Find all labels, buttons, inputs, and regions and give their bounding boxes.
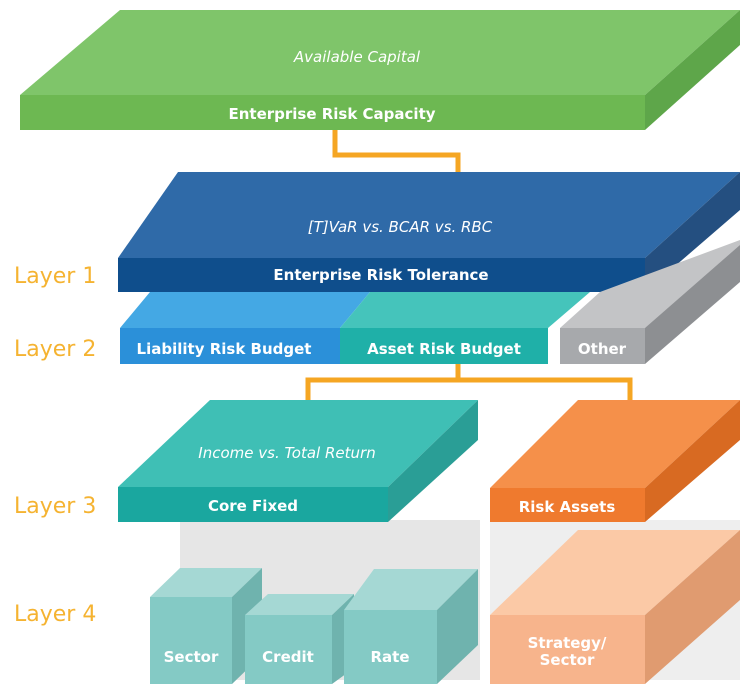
layer1-label: Layer 1 [14, 264, 96, 289]
credit-label: Credit [262, 648, 314, 666]
risk-top-face [490, 400, 740, 488]
capacity-top-face [20, 10, 740, 95]
other-front-face [560, 328, 645, 364]
tolerance-label: Enterprise Risk Tolerance [273, 266, 488, 284]
risk-label: Risk Assets [519, 498, 616, 516]
tolerance-top-face [118, 172, 740, 258]
other-label: Other [578, 340, 627, 358]
capacity-slab: Available Capital Enterprise Risk Capaci… [20, 10, 740, 130]
asset-label: Asset Risk Budget [367, 340, 521, 358]
strategy-block: Strategy/ Sector [490, 530, 740, 684]
liability-front-face [120, 328, 340, 364]
tolerance-side-face [645, 172, 740, 292]
capacity-subtitle: Available Capital [293, 48, 421, 66]
layer4-label: Layer 4 [14, 602, 96, 627]
other-side-face [645, 245, 740, 364]
layer3-label: Layer 3 [14, 494, 96, 519]
tolerance-subtitle: [T]VaR vs. BCAR vs. RBC [308, 218, 493, 236]
capacity-side-face [645, 10, 740, 130]
risk-assets-slab: Risk Assets [490, 400, 740, 522]
core-fixed-slab: Income vs. Total Return Core Fixed [118, 400, 478, 522]
rate-block: Rate [344, 569, 478, 684]
layer2-label: Layer 2 [14, 337, 96, 362]
core-top-face [118, 400, 478, 487]
risk-side-face [645, 400, 740, 522]
strategy-label-line2: Sector [540, 651, 595, 669]
asset-front-face [340, 328, 548, 364]
core-side-face [388, 400, 478, 522]
tolerance-front-face [118, 258, 645, 292]
capacity-label: Enterprise Risk Capacity [228, 105, 435, 123]
capacity-front-face [20, 95, 645, 130]
credit-block: Credit [245, 594, 354, 684]
risk-front-face [490, 488, 645, 522]
sector-label: Sector [164, 648, 219, 666]
strategy-label-line1: Strategy/ [528, 634, 607, 652]
core-label: Core Fixed [208, 497, 298, 515]
rate-label: Rate [370, 648, 409, 666]
liability-label: Liability Risk Budget [137, 340, 312, 358]
asset-top-face [340, 292, 590, 328]
core-front-face [118, 487, 388, 522]
other-top-face [560, 240, 740, 328]
core-subtitle: Income vs. Total Return [198, 444, 375, 462]
budget-row: Other Liability Risk Budget Asset Risk B… [120, 240, 740, 364]
tolerance-slab: [T]VaR vs. BCAR vs. RBC Enterprise Risk … [118, 172, 740, 292]
liability-top-face [120, 292, 370, 328]
